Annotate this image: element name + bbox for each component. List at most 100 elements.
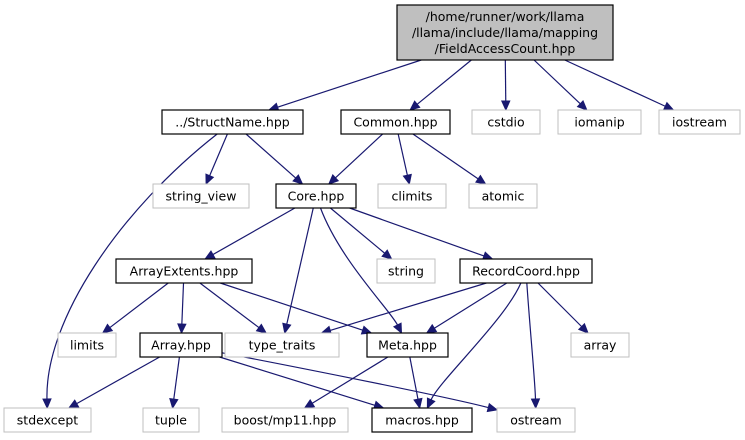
node-label-array_std: array — [584, 338, 617, 353]
edges-layer — [42, 59, 675, 413]
node-tuple: tuple — [142, 407, 200, 433]
node-box-stdexcept — [3, 407, 92, 433]
arrowhead-structname-to-stdexcept — [42, 398, 52, 410]
node-atomic: atomic — [468, 183, 538, 209]
node-meta[interactable]: Meta.hpp — [366, 332, 449, 358]
arrowhead-core-to-meta — [392, 322, 403, 335]
edge-core-to-type_traits — [286, 207, 314, 325]
node-type_traits: type_traits — [224, 332, 340, 358]
edge-recordcoord-to-meta — [434, 282, 508, 329]
nodes-layer: /home/runner/work/llama/llama/include/ll… — [3, 4, 741, 433]
arrowhead-common-to-atomic — [475, 174, 487, 185]
node-label-arrayhpp: Array.hpp — [151, 338, 211, 353]
arrowhead-structname-to-core — [292, 174, 304, 185]
edge-arrayextents-to-meta — [220, 282, 363, 331]
arrowhead-meta-to-macros — [413, 397, 423, 410]
node-box-ostream — [496, 407, 576, 433]
node-stdexcept: stdexcept — [3, 407, 92, 433]
node-box-common — [340, 109, 451, 135]
node-root[interactable]: /home/runner/work/llama/llama/include/ll… — [396, 4, 614, 61]
arrowhead-arrayhpp-to-stdexcept — [67, 399, 80, 409]
node-mp11: boost/mp11.hpp — [221, 407, 349, 433]
node-label-recordcoord: RecordCoord.hpp — [472, 264, 580, 279]
node-label-common: Common.hpp — [353, 115, 437, 130]
node-ostream: ostream — [496, 407, 576, 433]
arrowhead-core-to-type_traits — [282, 322, 292, 335]
edge-common-to-atomic — [412, 133, 479, 180]
node-box-iostream — [658, 109, 741, 135]
node-core[interactable]: Core.hpp — [275, 183, 357, 209]
arrowhead-common-to-core — [327, 174, 340, 185]
edge-common-to-core — [335, 133, 384, 179]
node-label-atomic: atomic — [482, 189, 525, 204]
node-box-meta — [366, 332, 449, 358]
node-box-mp11 — [221, 407, 349, 433]
node-label-structname: ../StructName.hpp — [175, 115, 290, 130]
node-limits: limits — [57, 332, 117, 358]
arrowhead-arrayextents-to-meta — [360, 325, 373, 335]
node-array_std: array — [570, 332, 630, 358]
node-box-iomanip — [557, 109, 642, 135]
arrowhead-arrayextents-to-limits — [101, 323, 114, 334]
edge-root-to-iomanip — [533, 59, 581, 105]
node-label-root-line-0: /home/runner/work/llama — [426, 9, 585, 24]
node-climits: climits — [377, 183, 447, 209]
edge-structname-to-core — [245, 133, 297, 179]
edge-core-to-string — [330, 207, 386, 254]
edge-recordcoord-to-type_traits — [330, 282, 487, 331]
node-structname[interactable]: ../StructName.hpp — [161, 109, 304, 135]
node-label-core: Core.hpp — [288, 189, 345, 204]
edge-recordcoord-to-macros — [430, 282, 522, 401]
node-box-array_std — [570, 332, 630, 358]
edge-structname-to-string_view — [209, 133, 228, 176]
arrowhead-recordcoord-to-meta — [425, 323, 438, 334]
node-label-iostream: iostream — [672, 115, 727, 130]
edge-arrayextents-to-type_traits — [199, 282, 260, 329]
node-common[interactable]: Common.hpp — [340, 109, 451, 135]
node-box-macros — [371, 407, 473, 433]
node-label-macros: macros.hpp — [385, 413, 459, 428]
edge-arrayextents-to-limits — [109, 282, 169, 329]
edge-core-to-arrayextents — [212, 207, 296, 256]
node-box-type_traits — [224, 332, 340, 358]
arrowhead-recordcoord-to-macros — [426, 397, 436, 410]
edge-root-to-iostream — [564, 59, 666, 107]
arrowhead-root-to-iostream — [662, 101, 675, 111]
edge-arrayhpp-to-macros — [219, 356, 376, 406]
node-arrayextents[interactable]: ArrayExtents.hpp — [115, 258, 253, 284]
arrowhead-recordcoord-to-array_std — [577, 322, 589, 334]
node-iomanip: iomanip — [557, 109, 642, 135]
node-label-ostream: ostream — [510, 413, 561, 428]
arrowhead-core-to-string — [381, 249, 393, 260]
node-macros[interactable]: macros.hpp — [371, 407, 473, 433]
edge-structname-to-stdexcept — [46, 133, 218, 400]
edge-recordcoord-to-array_std — [537, 282, 583, 328]
edge-root-to-common — [416, 59, 472, 105]
node-string_view: string_view — [152, 183, 250, 209]
node-label-arrayextents: ArrayExtents.hpp — [130, 264, 239, 279]
node-box-tuple — [142, 407, 200, 433]
node-box-string — [376, 258, 436, 284]
edge-meta-to-macros — [409, 356, 419, 400]
arrowhead-structname-to-string_view — [205, 173, 215, 186]
node-label-string_view: string_view — [166, 189, 237, 204]
node-box-structname — [161, 109, 304, 135]
node-cstdio: cstdio — [471, 109, 541, 135]
edge-arrayhpp-to-stdexcept — [76, 356, 160, 405]
arrowhead-core-to-arrayextents — [204, 250, 216, 260]
node-arrayhpp[interactable]: Array.hpp — [139, 332, 223, 358]
node-recordcoord[interactable]: RecordCoord.hpp — [459, 258, 593, 284]
edge-root-to-structname — [277, 59, 422, 108]
node-iostream: iostream — [658, 109, 741, 135]
arrowhead-root-to-iomanip — [576, 100, 588, 111]
node-label-meta: Meta.hpp — [378, 338, 437, 353]
node-box-root — [396, 4, 614, 61]
node-box-arrayhpp — [139, 332, 223, 358]
node-string: string — [376, 258, 436, 284]
node-label-tuple: tuple — [155, 413, 187, 428]
node-box-core — [275, 183, 357, 209]
node-label-string: string — [388, 264, 424, 279]
edge-core-to-meta — [319, 207, 399, 326]
node-box-atomic — [468, 183, 538, 209]
